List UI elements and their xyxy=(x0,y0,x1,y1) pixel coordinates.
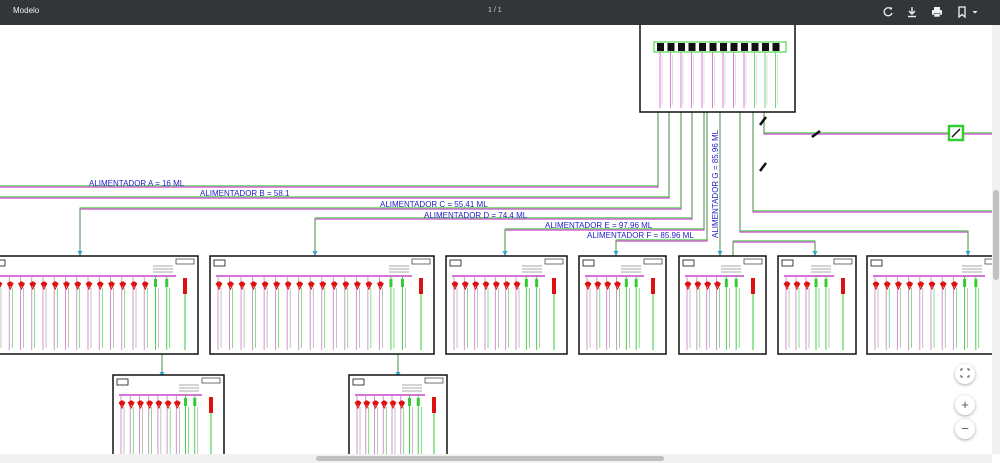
zoom-in-button[interactable]: + xyxy=(955,395,975,415)
main-breaker xyxy=(741,43,748,51)
feeder-arrow xyxy=(812,251,818,256)
panel-main-breaker xyxy=(651,278,655,294)
feeder-label-b: ALIMENTADOR B = 58.1 xyxy=(200,189,290,198)
main-breaker xyxy=(657,43,664,51)
vertical-scrollbar[interactable] xyxy=(992,25,1000,454)
feeder-label-g: ALIMENTADOR G = 85.96 ML xyxy=(711,129,720,238)
panel-g xyxy=(348,374,448,454)
main-breaker xyxy=(751,43,759,51)
download-icon[interactable] xyxy=(905,5,919,19)
feeder-label-c: ALIMENTADOR C = 55.41 ML xyxy=(380,200,488,209)
feeder-arrow xyxy=(502,251,508,256)
feeder-arrow xyxy=(613,251,619,256)
panel-e xyxy=(578,255,667,355)
feeder-label-f: ALIMENTADOR F = 85.96 ML xyxy=(587,231,694,240)
main-breaker xyxy=(720,43,727,51)
vertical-scroll-thumb[interactable] xyxy=(993,190,999,280)
pdf-toolbar: Modelo 1 / 1 xyxy=(0,0,1000,25)
feeder-arrow xyxy=(312,251,318,256)
main-breaker xyxy=(678,43,685,51)
main-breaker xyxy=(667,43,675,51)
fit-page-icon xyxy=(960,364,970,384)
main-breaker xyxy=(772,43,780,51)
panel-f xyxy=(678,255,767,355)
main-breaker xyxy=(709,43,717,51)
print-icon[interactable] xyxy=(930,5,944,19)
main-breaker xyxy=(699,43,706,51)
main-distribution-board xyxy=(639,25,796,113)
main-breaker xyxy=(762,43,769,51)
main-breaker xyxy=(688,43,696,51)
panel-main-breaker xyxy=(419,278,423,294)
panel-d xyxy=(445,255,568,355)
feeder-wire-a xyxy=(0,112,659,188)
panel-main-breaker xyxy=(183,278,187,294)
feeder-label-a: ALIMENTADOR A = 16 ML xyxy=(89,179,185,188)
feeder-arrow xyxy=(77,251,83,256)
electrical-diagram: ALIMENTADOR A = 16 ML ALIMENTADOR B = 58… xyxy=(0,25,992,454)
panel-main-breaker xyxy=(751,278,755,294)
document-title: Modelo xyxy=(13,6,40,15)
horizontal-scroll-thumb[interactable] xyxy=(316,456,664,461)
bookmark-icon[interactable] xyxy=(955,5,969,19)
panel-h xyxy=(777,255,857,355)
zoom-out-button[interactable]: − xyxy=(955,419,975,439)
horizontal-scrollbar[interactable] xyxy=(0,454,992,463)
panel-main-breaker xyxy=(841,278,845,294)
feeder-arrow xyxy=(717,251,723,256)
panel-main-breaker xyxy=(209,397,213,413)
fit-page-button[interactable] xyxy=(955,364,975,384)
page-indicator: 1 / 1 xyxy=(488,7,502,14)
feeder-arrow xyxy=(965,251,971,256)
feeder-label-d: ALIMENTADOR D = 74.4 ML xyxy=(424,211,528,220)
feeder-wire-h xyxy=(732,241,816,257)
feeder-label-e: ALIMENTADOR E = 97.96 ML xyxy=(545,221,653,230)
panel-main-breaker xyxy=(432,397,436,413)
document-viewport[interactable]: ALIMENTADOR A = 16 ML ALIMENTADOR B = 58… xyxy=(0,25,992,454)
main-breaker xyxy=(730,43,738,51)
panel-i xyxy=(866,255,992,355)
panel-main-breaker xyxy=(552,278,556,294)
caret-down-icon[interactable] xyxy=(968,5,982,19)
panel-b xyxy=(112,374,225,454)
rotate-icon[interactable] xyxy=(881,5,895,19)
